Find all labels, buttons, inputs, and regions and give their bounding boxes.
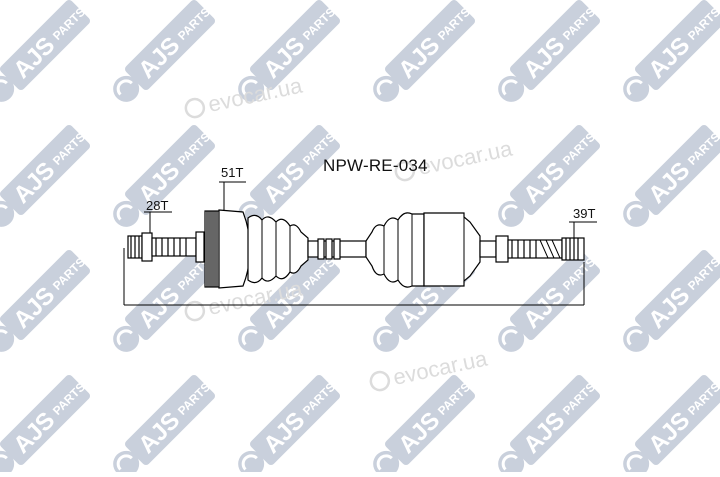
watermark-logo (229, 120, 345, 236)
threaded-tip (127, 232, 153, 262)
abs-ring-teeth-label: 51T (221, 165, 244, 180)
watermark-logo (489, 370, 605, 477)
outer-boot-folds (261, 220, 291, 278)
watermark-logo (614, 0, 720, 111)
outer-spline (151, 231, 205, 263)
drive-shaft-drawing (127, 209, 585, 289)
inner-boot-folds (383, 214, 413, 286)
outer-boot (247, 214, 309, 284)
watermark-logo (614, 370, 720, 477)
watermark-logo (614, 245, 720, 361)
site-watermark-text: evocar.ua (416, 135, 515, 179)
site-watermark-text: evocar.ua (391, 345, 490, 389)
watermark-logo (229, 370, 345, 477)
inner-boot (365, 212, 425, 288)
watermark-logo (0, 370, 95, 477)
outer-cv-joint (218, 209, 251, 289)
watermark-logo (489, 245, 605, 361)
watermark-logo (0, 120, 95, 236)
length-dimension-line (123, 248, 585, 306)
part-number-label: NPW-RE-034 (323, 156, 428, 175)
watermark-logo (614, 120, 720, 236)
watermark-logo (364, 0, 480, 111)
watermark-logo (104, 120, 220, 236)
inner-spline (479, 235, 585, 263)
watermark-logo (0, 0, 95, 111)
watermark-logo (364, 370, 480, 477)
site-watermark: evocar.ua (369, 345, 490, 392)
inner-spline-teeth-label: 39T (573, 206, 596, 221)
watermark-logo (104, 370, 220, 477)
watermark-logo (489, 0, 605, 111)
watermark-logo (0, 245, 95, 361)
inner-cv-housing (423, 212, 481, 287)
leader-lines (144, 181, 597, 238)
watermark-logo (104, 0, 220, 111)
outer-spline-teeth-label: 28T (146, 198, 169, 213)
shaft (307, 238, 367, 260)
abs-ring (204, 210, 220, 288)
